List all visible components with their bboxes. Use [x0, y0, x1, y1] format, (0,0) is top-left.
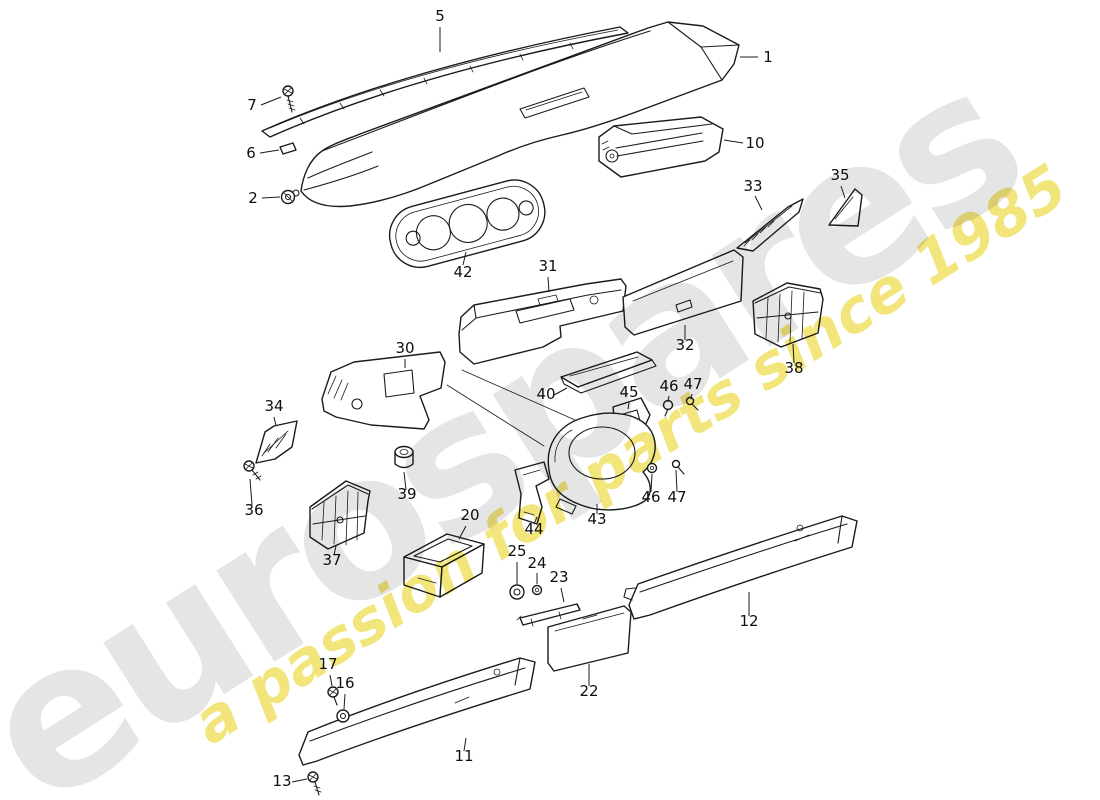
- part-label-5-0: 5: [435, 7, 445, 25]
- leader-line-33-7: [754, 195, 763, 211]
- leader-line-44-22: [533, 516, 538, 525]
- leader-line-37-20: [333, 545, 337, 556]
- part-31-center-trim-panel: [458, 278, 627, 365]
- part-2-nut: [280, 189, 296, 205]
- part-label-20-21: 20: [460, 506, 479, 524]
- leader-line-11-31: [463, 737, 467, 752]
- part-17-screw: [327, 686, 339, 706]
- part-42-instrument-bezel: [388, 179, 546, 269]
- leader-line-46-15: [667, 395, 670, 403]
- part-24-washer: [531, 584, 543, 596]
- part-40-cover-plate: [560, 351, 657, 394]
- part-11-knee-trim-left: [298, 657, 536, 766]
- part-label-47-16: 47: [683, 375, 702, 393]
- part-5-windshield-trim-strip: [261, 26, 629, 138]
- part-label-17-32: 17: [318, 655, 337, 673]
- assembly-guides: [446, 369, 576, 447]
- part-33-trim-wedge: [736, 198, 804, 252]
- part-label-1-1: 1: [763, 48, 773, 66]
- part-label-37-20: 37: [322, 551, 341, 569]
- part-label-44-22: 44: [524, 520, 543, 538]
- part-25-nut: [509, 584, 525, 600]
- part-47-clip-upper: [685, 396, 699, 411]
- part-36-screw: [243, 460, 262, 481]
- part-label-30-12: 30: [395, 339, 414, 357]
- part-label-23-28: 23: [549, 568, 568, 586]
- part-16-nut: [336, 709, 350, 723]
- leader-line-31-9: [547, 276, 550, 293]
- leader-line-35-8: [840, 185, 846, 199]
- part-label-7-2: 7: [247, 96, 257, 114]
- part-label-31-9: 31: [538, 257, 557, 275]
- part-label-42-6: 42: [453, 263, 472, 281]
- part-13-screw: [307, 771, 322, 796]
- part-30-lower-dash-section: [321, 351, 446, 430]
- part-label-47-25: 47: [667, 488, 686, 506]
- part-label-24-27: 24: [527, 554, 546, 572]
- part-35-end-cap: [828, 188, 863, 227]
- leader-line-16-33: [343, 693, 346, 710]
- part-label-2-4: 2: [248, 189, 258, 207]
- leader-line-45-14: [627, 402, 630, 410]
- part-label-40-13: 40: [536, 385, 555, 403]
- part-label-36-18: 36: [244, 501, 263, 519]
- part-label-6-3: 6: [246, 144, 256, 162]
- part-47-screw-lower: [671, 459, 685, 475]
- part-label-38-11: 38: [784, 359, 803, 377]
- part-label-10-5: 10: [745, 134, 764, 152]
- part-6-clip: [279, 142, 297, 155]
- part-label-13-34: 13: [272, 772, 291, 790]
- leader-line-20-21: [458, 525, 467, 540]
- part-label-12-30: 12: [739, 612, 758, 630]
- part-1-dashboard-panel: [292, 21, 740, 208]
- part-44-support-bracket: [514, 461, 550, 525]
- part-label-35-8: 35: [830, 166, 849, 184]
- leader-line-7-2: [260, 96, 282, 106]
- part-37-air-vent-left: [309, 480, 371, 550]
- part-43-steering-column-trim: [547, 412, 656, 515]
- part-label-34-17: 34: [264, 397, 283, 415]
- leader-line-36-18: [249, 478, 253, 506]
- leader-line-39-19: [403, 471, 407, 491]
- leader-line-23-28: [560, 587, 565, 603]
- part-label-11-31: 11: [454, 747, 473, 765]
- part-label-16-33: 16: [335, 674, 354, 692]
- leader-line-40-13: [553, 387, 568, 396]
- part-label-22-29: 22: [579, 682, 598, 700]
- leader-line-46-24: [650, 473, 653, 493]
- part-32-glovebox-lid: [622, 249, 744, 336]
- leader-line-42-6: [462, 251, 467, 266]
- part-38-side-air-vent: [752, 282, 824, 348]
- leader-line-6-3: [259, 149, 280, 154]
- leader-line-17-32: [329, 674, 333, 687]
- leader-line-10-5: [723, 139, 744, 144]
- part-label-32-10: 32: [675, 336, 694, 354]
- leader-line-13-34: [291, 778, 308, 783]
- part-label-43-23: 43: [587, 510, 606, 528]
- leader-line-47-16: [690, 393, 693, 400]
- part-label-46-24: 46: [641, 488, 660, 506]
- part-label-33-7: 33: [743, 177, 762, 195]
- leader-line-47-25: [675, 469, 678, 493]
- part-34-corner-trim: [255, 420, 298, 464]
- part-label-39-19: 39: [397, 485, 416, 503]
- part-label-46-15: 46: [659, 377, 678, 395]
- part-23-retaining-strip: [516, 603, 581, 627]
- leader-line-2-4: [261, 196, 281, 199]
- part-label-45-14: 45: [619, 383, 638, 401]
- part-label-25-26: 25: [507, 542, 526, 560]
- part-7-screw: [282, 85, 296, 113]
- leader-line-38-11: [792, 343, 795, 364]
- part-39-knob: [394, 445, 414, 469]
- part-46-washer-lower: [646, 462, 658, 474]
- part-10-radio-console: [598, 116, 724, 178]
- part-22-glovebox-lower-panel: [547, 605, 632, 672]
- part-12-knee-trim-right: [623, 515, 858, 620]
- leader-line-34-17: [273, 416, 277, 427]
- part-20-ashtray: [403, 533, 485, 598]
